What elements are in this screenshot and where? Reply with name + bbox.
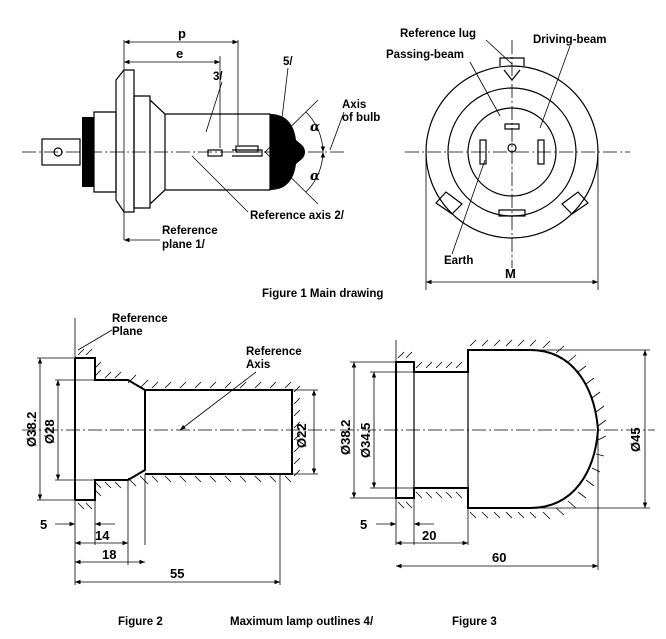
fig3-dim5-text: 5 <box>360 517 367 532</box>
max-outlines-caption: Maximum lamp outlines 4/ <box>230 616 374 628</box>
ref-plane-label-1: Reference <box>162 225 218 237</box>
figure3: Ø38.2 Ø34.5 Ø45 5 20 60 <box>338 339 655 570</box>
driving-beam-label: Driving-beam <box>533 34 607 46</box>
note-3-label: 3/ <box>213 71 223 83</box>
terminal-hole <box>53 147 63 157</box>
figure1-caption: Figure 1 Main drawing <box>262 288 383 300</box>
fig2-base-outline <box>75 357 146 501</box>
neck <box>133 95 151 209</box>
alpha-top: α <box>310 120 320 135</box>
fig2-bulb-outline <box>145 389 293 475</box>
fig3-dim60-text: 60 <box>492 550 506 565</box>
earth-tab <box>498 209 526 217</box>
ref-plane-label-2: plane 1/ <box>162 239 206 251</box>
figure1-side-view: p e 3/ 5/ α α Axis of bulb Reference axi… <box>22 26 380 251</box>
fig3-d34-text: Ø34.5 <box>358 423 373 458</box>
fig3-outline <box>395 349 600 509</box>
figure2-caption: Figure 2 <box>118 616 163 628</box>
fig2-dim14-text: 14 <box>95 528 110 543</box>
note-5-label: 5/ <box>283 56 293 68</box>
fig2-dim18-text: 18 <box>102 547 116 562</box>
passing-beam-label: Passing-beam <box>386 49 464 61</box>
fig2-d22-text: Ø22 <box>294 423 309 448</box>
fig2-dim55-text: 55 <box>170 566 184 581</box>
socket-circle <box>467 107 557 197</box>
fig3-d38-text: Ø38.2 <box>338 420 353 455</box>
fig2-ref-axis-2: Axis <box>246 359 270 371</box>
figure3-caption: Figure 3 <box>452 616 497 628</box>
fig2-ref-plane-1: Reference <box>112 313 168 325</box>
reference-axis-label: Reference axis 2/ <box>250 210 345 222</box>
axis-of-bulb-label-2: of bulb <box>342 112 380 124</box>
reference-lug-label: Reference lug <box>400 28 476 40</box>
pin-right <box>537 139 545 165</box>
dim-p-text: p <box>178 26 186 41</box>
dim-M-text: M <box>505 266 516 281</box>
fig2-d38-text: Ø38.2 <box>24 412 39 447</box>
shield <box>232 149 263 157</box>
neck-taper <box>149 99 166 205</box>
tab-right <box>561 191 589 215</box>
pin-top <box>504 123 520 130</box>
bulb-cap <box>270 114 305 190</box>
fig3-dim20-text: 20 <box>422 528 436 543</box>
axis-of-bulb-label-1: Axis <box>342 99 366 111</box>
base-black <box>82 117 94 187</box>
filament-passing <box>207 149 223 157</box>
fig2-d28-text: Ø28 <box>42 419 57 444</box>
pin-left <box>479 139 487 165</box>
fig2-dim5-text: 5 <box>40 517 47 532</box>
flange <box>115 69 135 213</box>
earth-label: Earth <box>444 255 473 267</box>
dim-e-text: e <box>176 46 183 61</box>
figure1-end-view: Reference lug Passing-beam Driving-beam … <box>386 28 630 290</box>
tab-left <box>435 191 463 215</box>
alpha-bottom: α <box>310 169 320 184</box>
fig3-d45-text: Ø45 <box>628 427 643 452</box>
fig2-ref-plane-2: Plane <box>112 326 143 338</box>
filament-driving <box>235 145 259 153</box>
terminal <box>41 138 81 166</box>
figure2: Ø38.2 Ø28 Ø22 5 14 18 55 Reference Plane… <box>22 313 335 585</box>
reference-lug <box>499 57 525 66</box>
fig2-ref-axis-1: Reference <box>246 346 302 358</box>
